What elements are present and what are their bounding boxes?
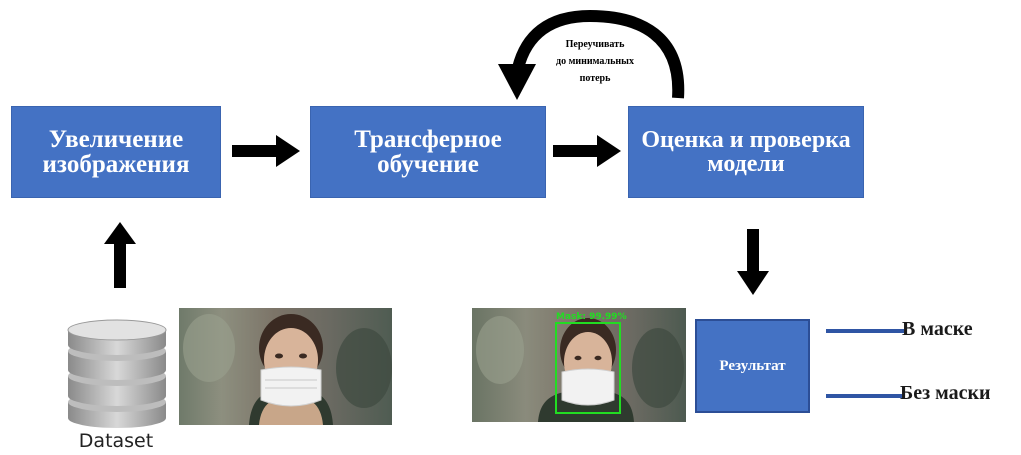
with-mask-label: В маске <box>902 318 973 340</box>
detection-bounding-box <box>555 322 621 414</box>
result-label: Результат <box>719 357 786 374</box>
without-mask-line <box>826 394 902 398</box>
without-mask-label: Без маски <box>900 382 991 404</box>
dataset-photo <box>179 308 392 425</box>
retrain-label-line3: потерь <box>579 73 611 84</box>
transfer-label-line1: Трансферное <box>354 126 502 153</box>
dataset-label: Dataset <box>78 430 154 452</box>
database-icon <box>67 319 167 428</box>
arrow-down-icon <box>737 229 769 295</box>
arrow-up-icon <box>104 222 136 288</box>
retrain-loop-arrow-icon <box>498 9 685 100</box>
retrain-label-line2: до минимальных <box>556 56 634 67</box>
arrow-right-icon <box>232 135 300 167</box>
transfer-learning-box: Трансферное обучение <box>310 106 546 198</box>
evaluation-label-line2: модели <box>707 151 785 177</box>
augmentation-box: Увеличение изображения <box>11 106 221 198</box>
augmentation-label-line1: Увеличение <box>48 126 184 153</box>
result-box: Результат <box>695 319 810 413</box>
detection-confidence-label: Mask: 99.99% <box>556 312 627 322</box>
evaluation-box: Оценка и проверка модели <box>628 106 864 198</box>
masked-face-icon <box>476 316 684 422</box>
with-mask-line <box>826 329 904 333</box>
retrain-label-line1: Переучивать <box>565 39 625 50</box>
retrain-label: Переучивать до минимальных потерь <box>540 36 650 87</box>
evaluation-label-line1: Оценка и проверка <box>641 127 851 153</box>
detection-photo: Mask: 99.99% <box>472 308 686 422</box>
augmentation-label-line2: изображения <box>42 151 190 178</box>
transfer-label-line2: обучение <box>377 151 479 178</box>
masked-face-icon <box>183 314 392 425</box>
arrow-right-icon <box>553 135 621 167</box>
